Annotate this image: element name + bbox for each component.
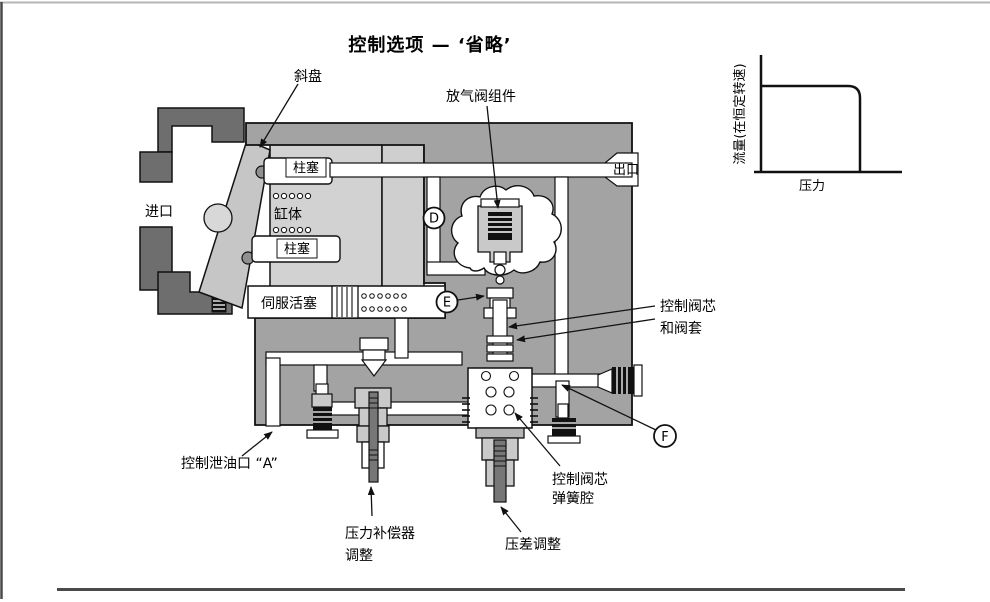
- flow-pressure-chart: 流量(在恒定转速) 压力: [733, 55, 902, 194]
- channel-vertical-right: [554, 176, 569, 382]
- air-bleed-valve-assembly: [451, 185, 562, 285]
- bottom-plug: [547, 403, 581, 444]
- chart-x-label: 压力: [799, 179, 825, 194]
- adjust-stem: [493, 439, 507, 503]
- leader-diff-adjust: [500, 506, 522, 533]
- callout-e-letter: E: [443, 296, 451, 311]
- block-spring-dots: [272, 192, 312, 234]
- spring-chamber: [462, 367, 538, 429]
- leader-spool-2: [516, 318, 656, 343]
- label-control-drain-port: 控制泄油口 “A”: [181, 456, 278, 472]
- label-outlet: 出口: [613, 163, 639, 178]
- casting-upper-left: [139, 151, 173, 183]
- label-piston-bottom: 柱塞: [284, 241, 310, 257]
- label-comp-adjust-line2: 调整: [345, 548, 373, 564]
- spool-land-1: [486, 335, 514, 344]
- leader-air-bleed: [486, 105, 501, 209]
- channel-to-spring-chamber: [324, 401, 472, 416]
- drain-channel-a: [265, 357, 281, 427]
- chart-y-label: 流量(在恒定转速): [733, 63, 748, 164]
- side-plug-f: [597, 364, 643, 397]
- callout-circles: D E F: [422, 206, 677, 448]
- callout-d-letter: D: [429, 212, 439, 227]
- inlet-casting: [139, 107, 245, 315]
- figure-title: 控制选项 — ‘省略’: [348, 34, 511, 56]
- differential-adjust-screw: [475, 427, 525, 503]
- leader-comp-adjust: [367, 486, 375, 517]
- leader-e: [457, 293, 485, 301]
- label-box-piston-bottom: [276, 238, 318, 259]
- label-spring-chamber-line1: 控制阀芯: [552, 472, 608, 488]
- label-control-spool-line2: 和阀套: [660, 321, 702, 337]
- label-box-piston-top: [285, 157, 327, 178]
- valve-plate-end-cap: [381, 125, 425, 295]
- compensator-threads: [369, 397, 378, 461]
- spool-land-2: [486, 344, 514, 353]
- bleed-valve-threads: [488, 212, 512, 240]
- control-spool-sleeve-assembly: [483, 287, 517, 362]
- leader-lines: [241, 83, 657, 533]
- spring-coil: [503, 386, 515, 398]
- callout-f-circle: [653, 424, 677, 448]
- servo-spring-coils: [361, 293, 407, 312]
- callout-e-circle: [435, 290, 459, 314]
- swash-plate-pivot: [203, 203, 233, 233]
- label-servo-piston: 伺服活塞: [261, 295, 317, 312]
- compensator-stem: [368, 391, 379, 483]
- label-comp-adjust-line1: 压力补偿器: [345, 526, 415, 542]
- drain-plug: [306, 383, 339, 439]
- spool-land-3: [486, 353, 514, 362]
- leader-spool-1: [508, 305, 656, 330]
- compensator-poppet: [360, 359, 388, 377]
- swash-plate: [198, 138, 271, 310]
- leader-swash-plate: [259, 83, 299, 148]
- servo-spring-seat: [331, 285, 359, 319]
- bleed-valve-ball: [494, 264, 506, 276]
- leader-f: [561, 384, 657, 431]
- chamber-threads: [462, 397, 538, 423]
- label-control-spool-line1: 控制阀芯: [660, 299, 716, 315]
- callout-f-letter: F: [661, 430, 668, 445]
- compensator-adjust-assembly: [354, 337, 392, 483]
- spring-coil: [485, 386, 497, 398]
- spring-coil: [485, 404, 497, 416]
- leader-spring-chamber: [514, 412, 561, 467]
- label-cylinder-block: 缸体: [274, 206, 302, 223]
- chart-curve: [762, 84, 862, 171]
- label-air-bleed-valve: 放气阀组件: [446, 89, 516, 105]
- label-diff-adjust: 压差调整: [505, 537, 561, 553]
- discharge-channel: [329, 162, 633, 178]
- label-spring-chamber-line2: 弹簧腔: [552, 491, 594, 507]
- channel-servo-drain: [394, 317, 409, 359]
- label-inlet: 进口: [145, 204, 173, 220]
- casting-top-arm: [157, 107, 245, 153]
- bleed-valve-cap: [480, 198, 520, 208]
- adjust-threads: [494, 445, 506, 467]
- callout-d-circle: [422, 206, 446, 230]
- spring-coil: [503, 404, 515, 416]
- label-piston-top: 柱塞: [293, 160, 319, 176]
- label-swash-plate: 斜盘: [294, 68, 322, 85]
- leader-drain-a: [241, 431, 273, 457]
